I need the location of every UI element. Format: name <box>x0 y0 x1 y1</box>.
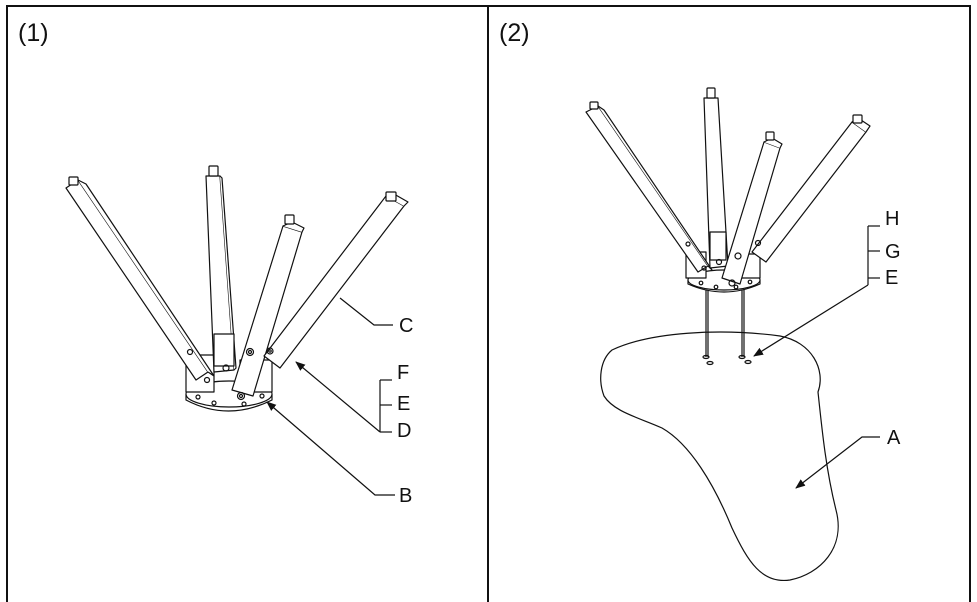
leg-3 <box>231 214 305 401</box>
screw-line <box>705 288 709 357</box>
leg-2-4 <box>751 114 871 263</box>
seat-hole <box>744 359 752 365</box>
callout-d: D <box>397 420 411 442</box>
leg-1 <box>65 176 215 384</box>
leader-a <box>795 436 880 489</box>
leader-fed <box>295 361 381 433</box>
seat-a <box>600 331 839 582</box>
callout-f: F <box>397 362 409 384</box>
callout-e-2: E <box>885 267 898 289</box>
panel-2-illustration <box>585 87 871 582</box>
panel-1-callout-lines <box>266 297 395 496</box>
leader-hge <box>753 284 869 357</box>
panel-1-illustration <box>65 165 409 412</box>
callout-a: A <box>887 427 901 449</box>
callout-g: G <box>885 241 901 263</box>
panel-1: (1) <box>6 5 488 602</box>
panel-1-number: (1) <box>18 19 49 47</box>
seat-hole <box>706 360 714 366</box>
screw-line <box>741 288 745 357</box>
leader-b <box>266 401 395 496</box>
panel-2-number: (2) <box>499 19 530 47</box>
panel-2-callout-lines <box>753 225 880 489</box>
callout-b: B <box>399 485 412 507</box>
leg-2 <box>205 165 237 373</box>
callout-e-1: E <box>397 393 410 415</box>
leader-c <box>339 297 393 326</box>
leg-4 <box>263 191 409 369</box>
leg-2-1 <box>585 101 713 273</box>
callout-h: H <box>885 208 899 230</box>
callout-c: C <box>399 315 413 337</box>
leg-2-3 <box>721 131 783 287</box>
leg-2-2 <box>703 87 729 269</box>
panel-2: (2) <box>488 5 971 602</box>
